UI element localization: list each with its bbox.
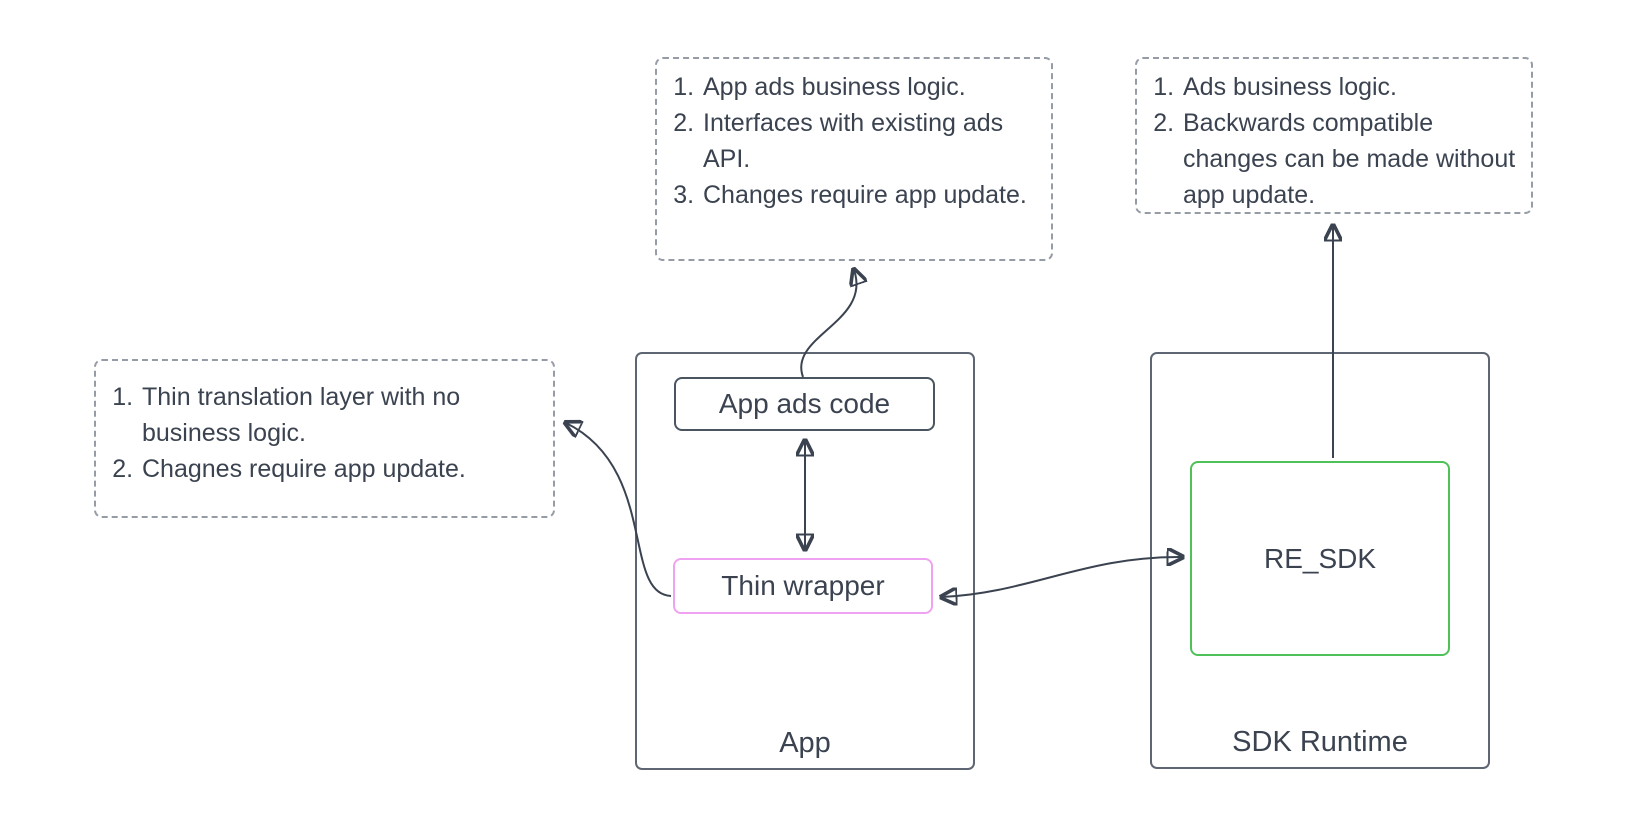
node-app-ads-code-label: App ads code [718,388,891,419]
note-item: Changes require app update. [701,177,1045,213]
node-thin-wrapper: Thin wrapper [673,558,933,614]
container-sdk-runtime-label: SDK Runtime [1232,726,1408,758]
note-item: Chagnes require app update. [140,451,547,487]
note-item: Thin translation layer with no business … [140,379,547,451]
note-app-ads-list: App ads business logic.Interfaces with e… [665,69,1045,213]
node-re-sdk-label: RE_SDK [1263,542,1377,574]
note-wrapper: Thin translation layer with no business … [94,359,555,518]
arrow-thin-wrapper-re-sdk-icon [942,557,1182,597]
note-sdk: Ads business logic.Backwards compatible … [1135,57,1533,214]
note-item: Ads business logic. [1181,69,1525,105]
note-sdk-list: Ads business logic.Backwards compatible … [1145,69,1525,213]
note-item: Backwards compatible changes can be made… [1181,105,1525,213]
node-app-ads-code: App ads code [674,377,935,431]
note-app-ads: App ads business logic.Interfaces with e… [655,57,1053,261]
node-thin-wrapper-label: Thin wrapper [721,570,885,601]
note-item: Interfaces with existing ads API. [701,105,1045,177]
note-wrapper-list: Thin translation layer with no business … [104,379,547,487]
container-app-label: App [779,727,831,759]
note-item: App ads business logic. [701,69,1045,105]
node-re-sdk: RE_SDK [1190,461,1450,656]
